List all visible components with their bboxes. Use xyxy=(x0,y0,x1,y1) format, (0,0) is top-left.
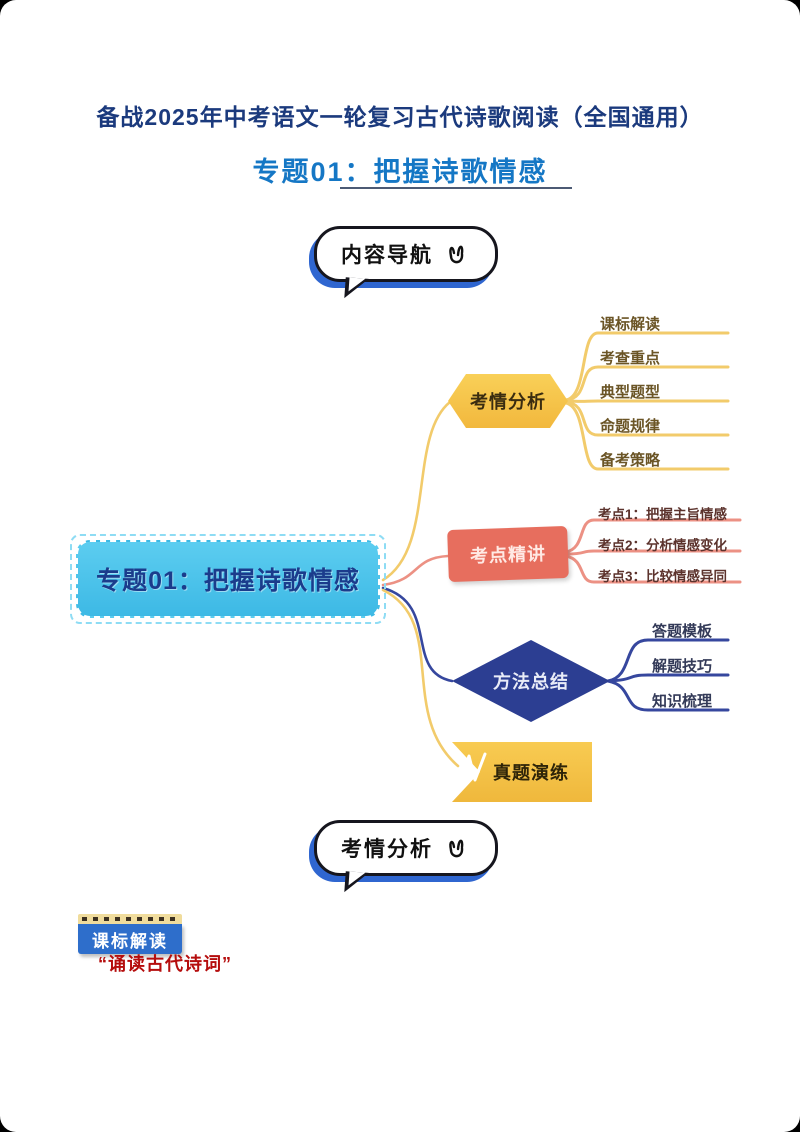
child-topic: 考查重点 xyxy=(600,350,661,367)
branch-label: 方法总结 xyxy=(493,672,569,692)
child-topic: 知识梳理 xyxy=(652,693,713,710)
topic-subtitle: 专题01：把握诗歌情感 xyxy=(252,157,548,187)
branch-label: 考情分析 xyxy=(470,392,546,412)
mindmap-central-node: 专题01：把握诗歌情感 xyxy=(70,534,386,624)
curriculum-quote: “诵读古代诗词” xyxy=(98,954,232,974)
child-topic: 备考策略 xyxy=(600,452,661,469)
flag-feather-icon xyxy=(457,752,487,784)
child-topic: 答题模板 xyxy=(652,623,713,640)
central-node-label: 专题01：把握诗歌情感 xyxy=(96,567,360,595)
branch-node-key-points: 考点精讲 xyxy=(447,525,569,583)
child-topic: 解题技巧 xyxy=(652,658,713,675)
branch-node-exam-analysis: 考情分析 xyxy=(448,374,568,428)
victory-hand-icon xyxy=(449,839,464,858)
child-topic: 考点3：比较情感异同 xyxy=(598,569,728,584)
child-topic: 课标解读 xyxy=(600,316,661,333)
child-topic: 考点1：把握主旨情感 xyxy=(598,507,728,522)
branch-label: 真题演练 xyxy=(493,763,569,783)
child-topic: 考点2：分析情感变化 xyxy=(598,538,728,553)
branch-label: 考点精讲 xyxy=(469,543,547,567)
branch-node-method-summary: 方法总结 xyxy=(452,640,610,722)
exam-analysis-bubble: 考情分析 xyxy=(314,820,498,894)
film-strip-decoration xyxy=(78,914,182,924)
bubble-label: 考情分析 xyxy=(341,838,433,861)
content-guide-bubble: 内容导航 xyxy=(314,226,498,300)
victory-hand-icon xyxy=(449,245,464,264)
section-badge: 课标解读 xyxy=(78,924,182,954)
child-topic: 命题规律 xyxy=(600,418,661,435)
child-topic: 典型题型 xyxy=(600,384,661,401)
document-title: 备战2025年中考语文一轮复习古代诗歌阅读（全国通用） xyxy=(96,104,704,130)
bubble-label: 内容导航 xyxy=(341,244,433,267)
curriculum-standard-block: 课标解读 xyxy=(78,914,182,954)
subtitle-underline xyxy=(340,187,572,189)
